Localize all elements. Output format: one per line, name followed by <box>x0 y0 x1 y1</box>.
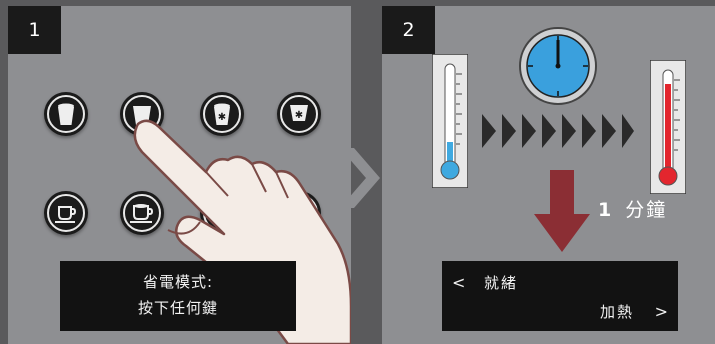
duration-unit: 分鐘 <box>625 199 668 221</box>
milk-froth-small-button[interactable]: ✱ <box>277 92 321 136</box>
cappuccino-cup-button[interactable] <box>120 191 164 235</box>
step-number-badge-2: 2 <box>382 6 435 54</box>
step-number-badge: 1 <box>8 6 61 54</box>
hand-pointer-icon <box>133 119 351 344</box>
display-action-text: 加熱 <box>599 303 634 321</box>
coffee-tall-icon <box>58 103 74 125</box>
milk-froth-cup-button[interactable]: ✱ <box>200 92 244 136</box>
arrow-down-icon <box>534 170 590 252</box>
duration-number: 1 <box>598 199 614 221</box>
cappuccino-cup-icon <box>130 204 154 223</box>
standby-display: 省電模式: 按下任何鍵 <box>60 261 296 331</box>
duration-label: 1 分鐘 <box>598 195 667 222</box>
status-display: < 就緒 加熱 > <box>442 261 678 331</box>
step-1-panel: 1 ✱ ✱ <box>8 6 351 344</box>
milk-froth-cup-icon: ✱ <box>214 103 230 125</box>
display-left-arrow[interactable]: < <box>452 273 466 292</box>
milk-froth-small-icon: ✱ <box>290 105 308 121</box>
thermometer-cold-icon <box>432 54 468 188</box>
display-line-2: 按下任何鍵 <box>137 299 218 317</box>
espresso-cup-button[interactable] <box>44 191 88 235</box>
coffee-tall-button[interactable] <box>44 92 88 136</box>
step-2-panel: 2 <box>382 6 715 344</box>
chevron-arrows-icon <box>482 114 634 148</box>
espresso-cup-icon <box>55 206 77 223</box>
display-right-arrow[interactable]: > <box>654 302 668 321</box>
svg-text:✱: ✱ <box>218 112 226 123</box>
thermometer-hot-icon <box>650 60 686 194</box>
svg-text:✱: ✱ <box>295 110 303 121</box>
display-line-1: 省電模式: <box>142 273 214 291</box>
clock-icon <box>519 27 597 105</box>
display-status-text: 就緒 <box>484 274 519 292</box>
chevron-right-icon <box>340 148 380 208</box>
